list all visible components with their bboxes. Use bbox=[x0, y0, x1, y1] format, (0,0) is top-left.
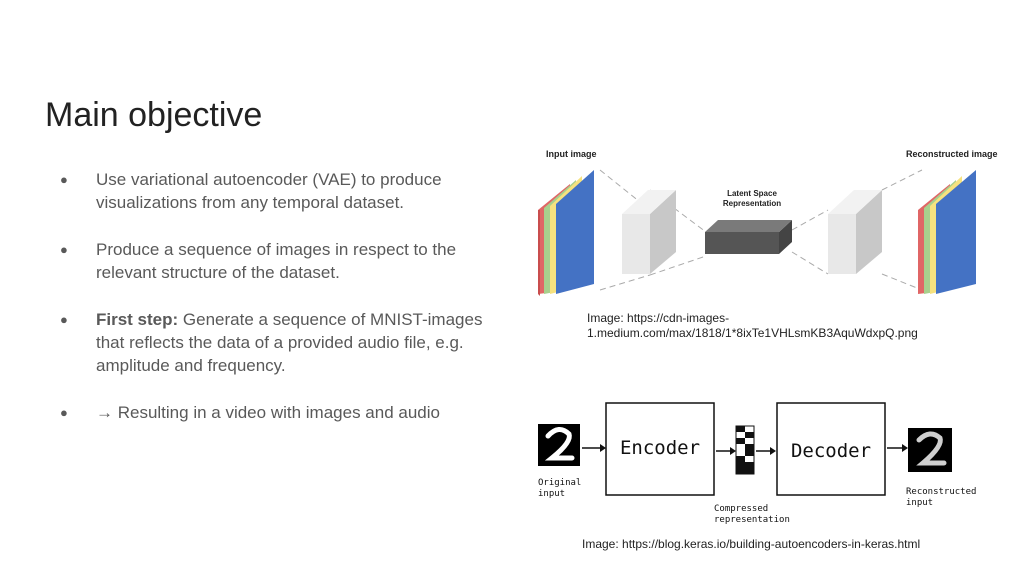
decoder-label: Decoder bbox=[791, 440, 871, 462]
latent-block-icon bbox=[705, 220, 792, 254]
bullet-item: ● → Resulting in a video with images and… bbox=[60, 401, 500, 424]
input-image-label: Input image bbox=[546, 149, 597, 159]
arrow-icon bbox=[582, 444, 606, 452]
original-digit-icon bbox=[538, 424, 580, 466]
figure1-caption: Image: https://cdn-images- 1.medium.com/… bbox=[587, 311, 918, 341]
latent-label-line1: Latent Space bbox=[727, 189, 777, 198]
bullet-dot-icon: ● bbox=[60, 172, 68, 187]
vae-diagram: Input image Reconstructed image bbox=[538, 149, 998, 296]
input-image-stack-icon bbox=[538, 170, 594, 296]
arrow-icon bbox=[756, 447, 776, 455]
original-input-label-line2: input bbox=[538, 489, 565, 499]
bullet-dot-icon: ● bbox=[60, 312, 68, 327]
encoder-label: Encoder bbox=[620, 437, 700, 459]
autoencoder-diagram: Original input Encoder Compressed repres… bbox=[538, 402, 976, 525]
reconstructed-image-label: Reconstructed image bbox=[906, 149, 998, 159]
slide-title: Main objective bbox=[45, 96, 263, 134]
bullet-item: ● Produce a sequence of images in respec… bbox=[60, 238, 500, 284]
encoder-box bbox=[605, 402, 715, 496]
latent-label-line2: Representation bbox=[723, 199, 781, 208]
arrow-icon bbox=[887, 444, 908, 452]
output-image-stack-icon bbox=[918, 170, 976, 294]
figure2-caption: Image: https://blog.keras.io/building-au… bbox=[582, 537, 921, 551]
decoder-block-icon bbox=[828, 190, 882, 274]
figure1-caption-line1: Image: https://cdn-images- bbox=[587, 311, 730, 325]
decoder-box bbox=[776, 402, 886, 496]
bullet-text: Produce a sequence of images in respect … bbox=[96, 240, 457, 282]
figure1-caption-line2: 1.medium.com/max/1818/1*8ixTe1VHLsmKB3Aq… bbox=[587, 326, 918, 340]
compressed-label-line1: Compressed bbox=[714, 504, 768, 514]
bullet-text: → Resulting in a video with images and a… bbox=[96, 403, 440, 422]
compressed-label-line2: representation bbox=[714, 515, 790, 525]
bullet-dot-icon: ● bbox=[60, 405, 68, 420]
bullet-item: ● Use variational autoencoder (VAE) to p… bbox=[60, 168, 500, 214]
bullet-bold-lead: First step: bbox=[96, 310, 179, 329]
bullet-text: Use variational autoencoder (VAE) to pro… bbox=[96, 170, 442, 212]
bullet-dot-icon: ● bbox=[60, 242, 68, 257]
bullet-text: Generate a sequence of MNIST-images that… bbox=[96, 310, 483, 375]
compressed-code-icon bbox=[735, 425, 755, 475]
reconstructed-label-line2: input bbox=[906, 498, 933, 508]
bullet-item: ● First step: Generate a sequence of MNI… bbox=[60, 308, 500, 377]
bullet-list: ● Use variational autoencoder (VAE) to p… bbox=[60, 168, 500, 448]
reconstructed-label-line1: Reconstructed bbox=[906, 487, 976, 497]
arrow-icon bbox=[716, 447, 736, 455]
encoder-block-icon bbox=[622, 190, 676, 274]
reconstructed-digit-icon bbox=[908, 428, 952, 472]
original-input-label-line1: Original bbox=[538, 478, 581, 488]
